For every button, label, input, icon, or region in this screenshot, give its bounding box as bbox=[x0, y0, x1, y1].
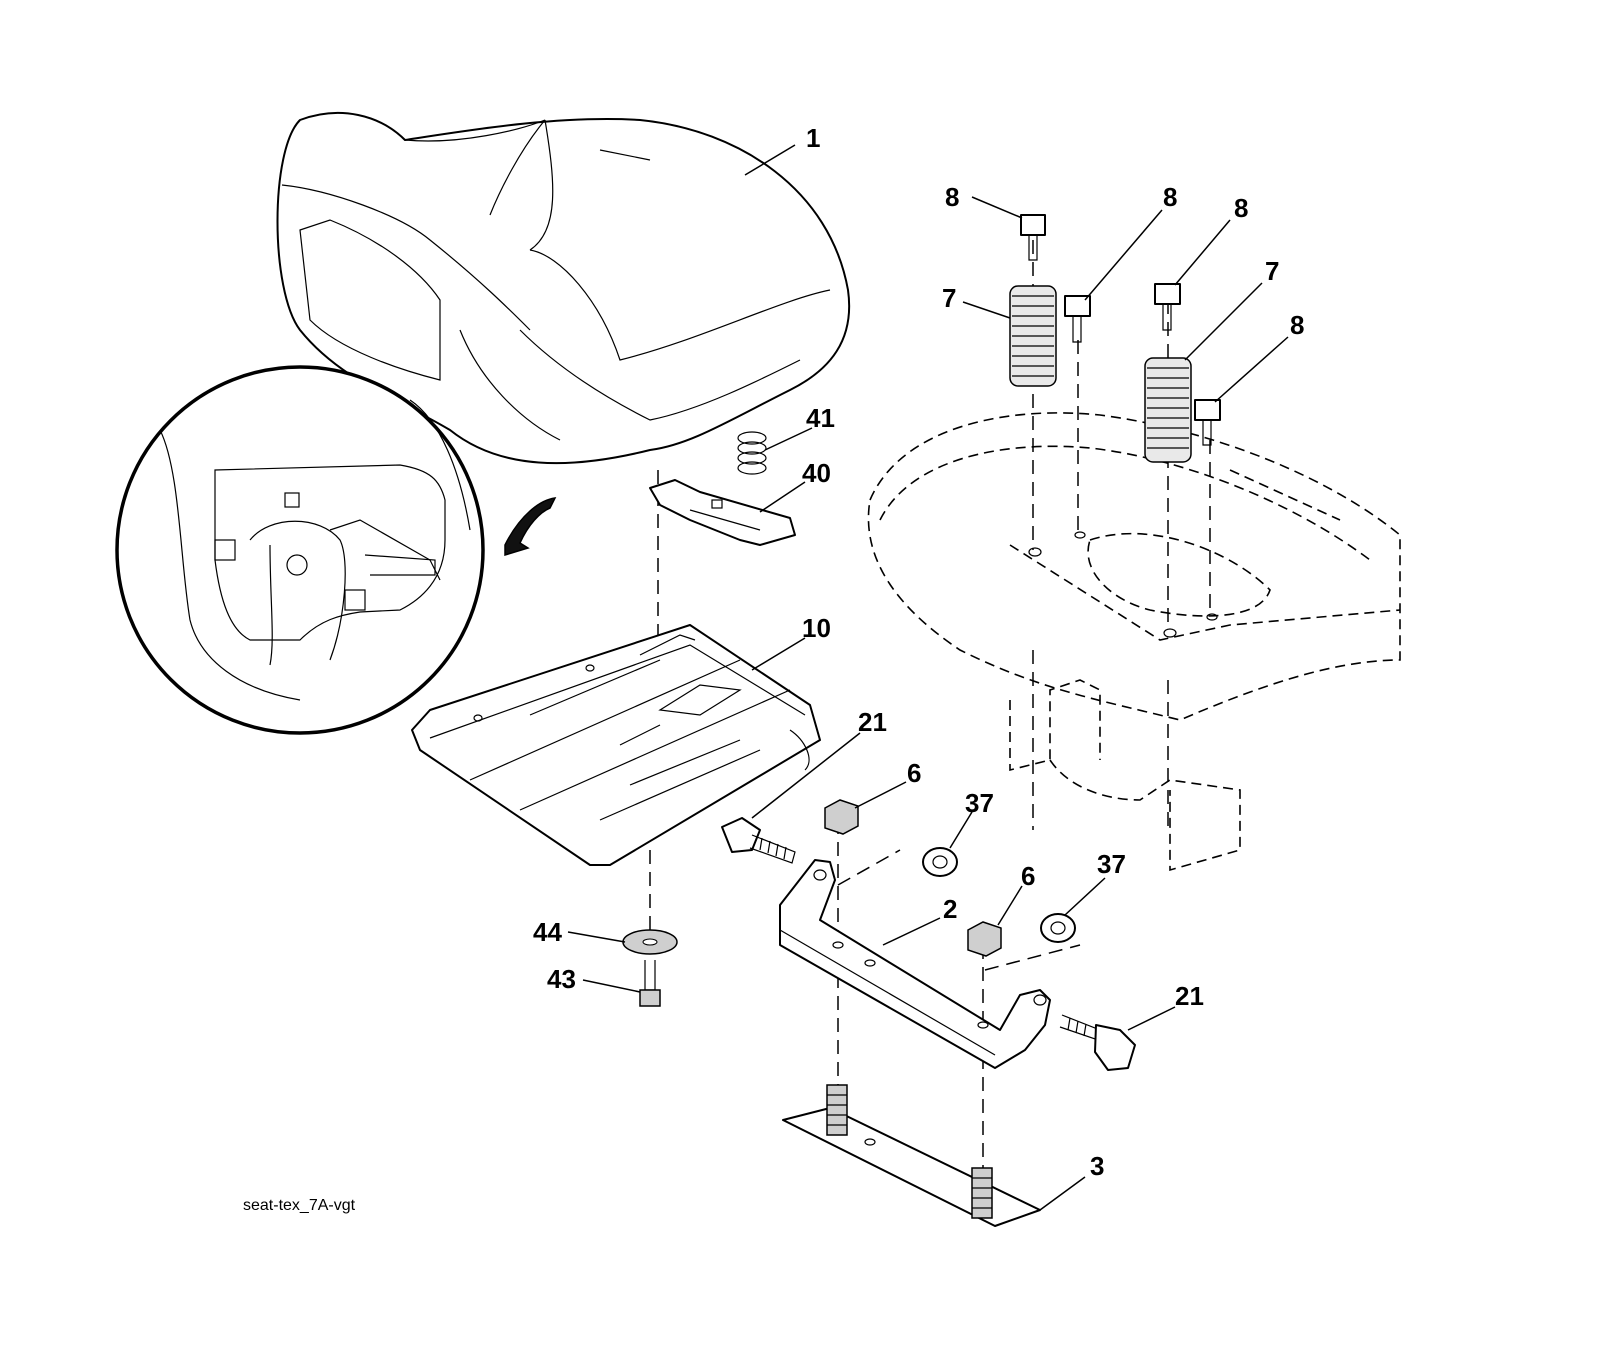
callout-7-b: 7 bbox=[1265, 256, 1279, 286]
spring-7-left bbox=[1009, 285, 1057, 387]
spring-41 bbox=[737, 431, 767, 475]
callout-labels: 1 8 8 8 7 7 8 41 40 10 21 6 37 6 37 2 21… bbox=[533, 123, 1304, 1181]
bolt-21-right bbox=[1059, 1014, 1136, 1071]
callout-7-a: 7 bbox=[942, 283, 956, 313]
callout-43: 43 bbox=[547, 964, 576, 994]
bolt-8-c bbox=[1154, 283, 1181, 331]
callout-3: 3 bbox=[1090, 1151, 1104, 1181]
spring-7-right bbox=[1144, 357, 1192, 463]
callout-8-d: 8 bbox=[1290, 310, 1304, 340]
plate-3 bbox=[782, 1084, 1041, 1227]
callout-6-a: 6 bbox=[907, 758, 921, 788]
callout-8-a: 8 bbox=[945, 182, 959, 212]
seat-part bbox=[276, 112, 851, 465]
bolt-8-a bbox=[1020, 214, 1046, 261]
clip-40 bbox=[649, 479, 796, 546]
callout-1: 1 bbox=[806, 123, 820, 153]
bolt-8-b bbox=[1064, 295, 1091, 343]
callout-8-b: 8 bbox=[1163, 182, 1177, 212]
callout-8-c: 8 bbox=[1234, 193, 1248, 223]
callout-37-b: 37 bbox=[1097, 849, 1126, 879]
detail-inset bbox=[115, 365, 557, 735]
leader-lines bbox=[567, 144, 1289, 1211]
bracket-2 bbox=[779, 859, 1051, 1069]
callout-37-a: 37 bbox=[965, 788, 994, 818]
callout-10: 10 bbox=[802, 613, 831, 643]
mower-frame-outline bbox=[867, 412, 1401, 872]
callout-2: 2 bbox=[943, 894, 957, 924]
washer-44 bbox=[622, 929, 678, 955]
callout-40: 40 bbox=[802, 458, 831, 488]
callout-21-b: 21 bbox=[1175, 981, 1204, 1011]
callout-41: 41 bbox=[806, 403, 835, 433]
bolt-43 bbox=[639, 960, 661, 1007]
nut-6-a bbox=[824, 799, 859, 835]
diagram-reference-code: seat-tex_7A-vgt bbox=[243, 1197, 356, 1214]
callout-21-a: 21 bbox=[858, 707, 887, 737]
bolt-8-d bbox=[1194, 399, 1221, 446]
bolt-21-left bbox=[721, 817, 796, 864]
callout-44: 44 bbox=[533, 917, 562, 947]
nut-6-b bbox=[967, 921, 1002, 957]
nut-37-a bbox=[922, 847, 958, 877]
nut-37-b bbox=[1040, 913, 1076, 943]
callout-6-b: 6 bbox=[1021, 861, 1035, 891]
seat-pan-10 bbox=[411, 624, 821, 866]
